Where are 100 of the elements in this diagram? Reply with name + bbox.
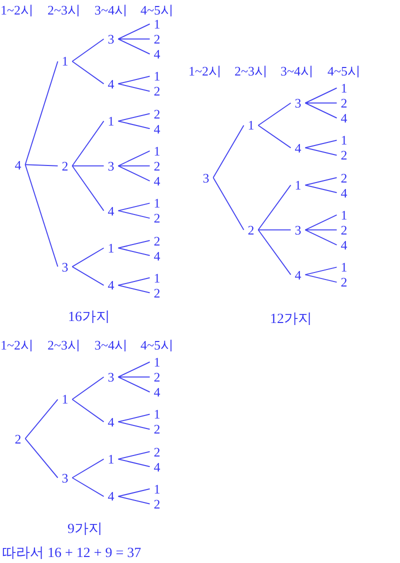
branch-line bbox=[118, 376, 150, 392]
branch-line bbox=[212, 177, 244, 230]
tree-number: 1 bbox=[150, 271, 164, 284]
tree-number: 4 bbox=[290, 268, 306, 282]
tree-number: 4 bbox=[150, 122, 164, 136]
branch-line bbox=[72, 165, 104, 212]
branch-line bbox=[118, 120, 150, 130]
tree-number: 2 bbox=[150, 212, 164, 225]
branch-line bbox=[304, 177, 338, 186]
tree-number: 2 bbox=[58, 159, 72, 172]
tree-number: 2 bbox=[150, 286, 164, 300]
tree-number: 4 bbox=[104, 278, 118, 292]
tree-number: 1 bbox=[150, 70, 164, 83]
branch-line bbox=[118, 414, 150, 422]
branch-line bbox=[118, 362, 150, 378]
branch-line bbox=[118, 113, 150, 122]
tree-number: 2 bbox=[150, 234, 164, 247]
branch-line bbox=[118, 248, 150, 256]
branch-line bbox=[72, 458, 104, 478]
tree-number: 2 bbox=[150, 445, 164, 458]
branch-line bbox=[212, 124, 244, 178]
tree-number: 1 bbox=[244, 118, 258, 132]
branch-line bbox=[258, 124, 292, 148]
branch-line bbox=[258, 102, 292, 126]
tree-number: 4 bbox=[104, 204, 118, 218]
tree-number: 3 bbox=[58, 471, 72, 484]
branch-line bbox=[118, 38, 150, 54]
branch-line bbox=[118, 488, 150, 497]
tree-number: 2 bbox=[150, 422, 164, 436]
tree-number: 3 bbox=[290, 96, 306, 110]
branch-line bbox=[304, 102, 338, 104]
conclusion-text: 따라서 16 + 12 + 9 = 37 bbox=[2, 547, 142, 561]
tree-number: 2 bbox=[150, 497, 164, 510]
tree-number: 3 bbox=[104, 32, 118, 46]
tree-number: 1 bbox=[150, 18, 164, 30]
branch-line bbox=[118, 458, 150, 468]
time-heading: 1~2시 bbox=[0, 4, 34, 16]
branch-line bbox=[118, 24, 150, 40]
tree-number: 2 bbox=[336, 223, 352, 236]
tree-number: 1 bbox=[150, 408, 164, 421]
branch-line bbox=[118, 150, 150, 166]
branch-line bbox=[118, 240, 150, 248]
tree-number: 3 bbox=[58, 260, 72, 274]
branch-line bbox=[72, 120, 104, 166]
tree-number: 4 bbox=[104, 77, 118, 90]
tree-number: 1 bbox=[150, 144, 164, 158]
tree-number: 1 bbox=[336, 260, 352, 274]
branch-line bbox=[118, 376, 150, 378]
tree-number: 1 bbox=[336, 208, 352, 222]
tree-number: 4 bbox=[150, 174, 164, 188]
tree-number: 4 bbox=[150, 386, 164, 398]
tree-number: 4 bbox=[104, 415, 118, 428]
branch-line bbox=[24, 164, 58, 166]
count-text: 16가지 bbox=[68, 311, 110, 325]
branch-line bbox=[24, 398, 58, 440]
count-text: 12가지 bbox=[270, 313, 312, 327]
tree-number: 1 bbox=[336, 82, 352, 94]
tree-number: 2 bbox=[336, 276, 352, 289]
branch-line bbox=[72, 398, 104, 422]
branch-line bbox=[118, 421, 150, 430]
branch-line bbox=[304, 102, 338, 118]
time-heading: 3~4시 bbox=[280, 64, 314, 78]
tree-number: 1 bbox=[58, 392, 72, 406]
tree-number: 3 bbox=[290, 223, 306, 236]
time-heading: 4~5시 bbox=[140, 338, 174, 352]
tree-number: 2 bbox=[150, 32, 164, 46]
tree-number: 4 bbox=[336, 186, 352, 200]
branch-line bbox=[304, 229, 338, 246]
tree-number: 2 bbox=[150, 370, 164, 384]
branch-line bbox=[118, 202, 150, 212]
tree-number: 2 bbox=[336, 148, 352, 162]
tree-number: 2 bbox=[150, 159, 164, 172]
time-heading: 4~5시 bbox=[140, 4, 174, 16]
tree-number: 2 bbox=[336, 171, 352, 184]
tree-number: 4 bbox=[150, 460, 164, 474]
tree-number: 3 bbox=[104, 370, 118, 384]
branch-line bbox=[118, 76, 150, 84]
time-heading: 1~2시 bbox=[0, 338, 34, 352]
time-heading: 2~3시 bbox=[47, 338, 81, 352]
tree-number: 1 bbox=[58, 54, 72, 68]
branch-line bbox=[24, 438, 58, 478]
tree-number: 2 bbox=[336, 96, 352, 110]
branch-line bbox=[72, 266, 104, 286]
branch-line bbox=[24, 164, 58, 268]
time-heading: 2~3시 bbox=[234, 64, 268, 78]
time-heading: 3~4시 bbox=[94, 338, 128, 352]
branch-line bbox=[118, 38, 150, 40]
branch-line bbox=[304, 140, 338, 148]
tree-number: 4 bbox=[104, 490, 118, 503]
branch-line bbox=[118, 284, 150, 294]
time-heading: 3~4시 bbox=[94, 4, 128, 16]
branch-line bbox=[72, 165, 104, 166]
branch-line bbox=[118, 83, 150, 92]
branch-line bbox=[72, 376, 104, 400]
tree-number: 1 bbox=[104, 114, 118, 128]
tree-number: 1 bbox=[150, 482, 164, 496]
branch-line bbox=[118, 165, 150, 166]
tree-number: 2 bbox=[244, 223, 258, 236]
branch-line bbox=[118, 496, 150, 504]
branch-line bbox=[304, 214, 338, 230]
